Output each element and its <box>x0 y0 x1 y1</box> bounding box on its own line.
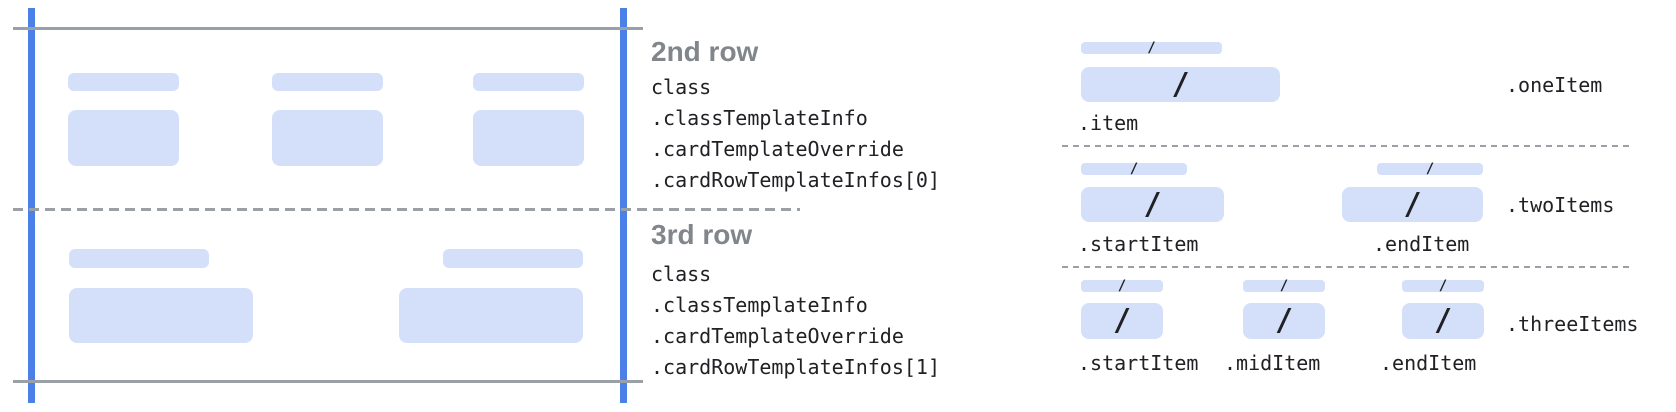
slash-icon: / <box>1438 278 1448 294</box>
field-value-bar <box>473 110 584 166</box>
item-label-bar: / <box>1243 278 1325 294</box>
field-label-bar <box>443 249 583 268</box>
class-path-block: class .classTemplateInfo .cardTemplateOv… <box>651 72 940 196</box>
item-value-bar: / <box>1081 187 1224 222</box>
item-name-label: .item <box>1078 111 1139 135</box>
layout-divider <box>1062 266 1630 268</box>
field-value-bar <box>68 110 179 166</box>
slash-icon: / <box>1171 66 1190 102</box>
slash-icon: / <box>1403 186 1422 222</box>
item-name-label: .startItem <box>1078 232 1199 256</box>
item-value-bar: / <box>1243 303 1325 339</box>
slash-icon: / <box>1143 186 1162 222</box>
slash-icon: / <box>1129 161 1139 177</box>
slash-icon: / <box>1425 161 1435 177</box>
item-label-bar: / <box>1081 278 1163 294</box>
card-bottom-guide <box>13 380 643 383</box>
class-path-line: .classTemplateInfo <box>651 293 868 317</box>
card-top-guide <box>13 27 643 30</box>
class-path-line: .cardTemplateOverride <box>651 324 904 348</box>
item-value-bar: / <box>1081 67 1280 102</box>
slash-icon: / <box>1433 303 1453 338</box>
item-label-bar: / <box>1377 161 1483 177</box>
row-heading: 3rd row <box>651 219 753 250</box>
field-value-bar <box>272 110 383 166</box>
card-right-guide <box>620 8 627 403</box>
field-value-bar <box>399 288 583 343</box>
class-path-line: .cardRowTemplateInfos[0] <box>651 168 940 192</box>
layout-name-label: .twoItems <box>1506 193 1615 217</box>
class-path-line: .cardTemplateOverride <box>651 137 904 161</box>
class-path-line: .classTemplateInfo <box>651 106 868 130</box>
slash-icon: / <box>1117 278 1127 294</box>
item-value-bar: / <box>1402 303 1484 339</box>
item-name-label: .startItem <box>1078 351 1199 375</box>
field-label-bar <box>68 73 179 91</box>
layout-name-label: .oneItem <box>1506 73 1603 97</box>
item-name-label: .midItem <box>1224 351 1321 375</box>
item-label-bar: / <box>1081 161 1187 177</box>
item-label-bar: / <box>1402 278 1484 294</box>
item-value-bar: / <box>1342 187 1483 222</box>
layout-divider <box>1062 145 1630 147</box>
class-path-line: .cardRowTemplateInfos[1] <box>651 355 940 379</box>
item-value-bar: / <box>1081 303 1163 339</box>
layout-name-label: .threeItems <box>1506 312 1639 336</box>
field-value-bar <box>69 288 253 343</box>
card-left-guide <box>28 8 35 403</box>
slash-icon: / <box>1112 303 1132 338</box>
field-label-bar <box>272 73 383 91</box>
item-label-bar: / <box>1081 40 1222 56</box>
field-label-bar <box>69 249 209 268</box>
class-path-line: class <box>651 75 712 99</box>
item-name-label: .endItem <box>1380 351 1477 375</box>
class-path-line: class <box>651 262 712 286</box>
field-label-bar <box>473 73 584 91</box>
class-path-block: class .classTemplateInfo .cardTemplateOv… <box>651 259 940 383</box>
slash-icon: / <box>1274 303 1294 338</box>
slash-icon: / <box>1147 40 1156 56</box>
item-name-label: .endItem <box>1373 232 1470 256</box>
row-heading: 2nd row <box>651 36 759 67</box>
slash-icon: / <box>1279 278 1289 294</box>
card-row-divider <box>13 208 800 211</box>
